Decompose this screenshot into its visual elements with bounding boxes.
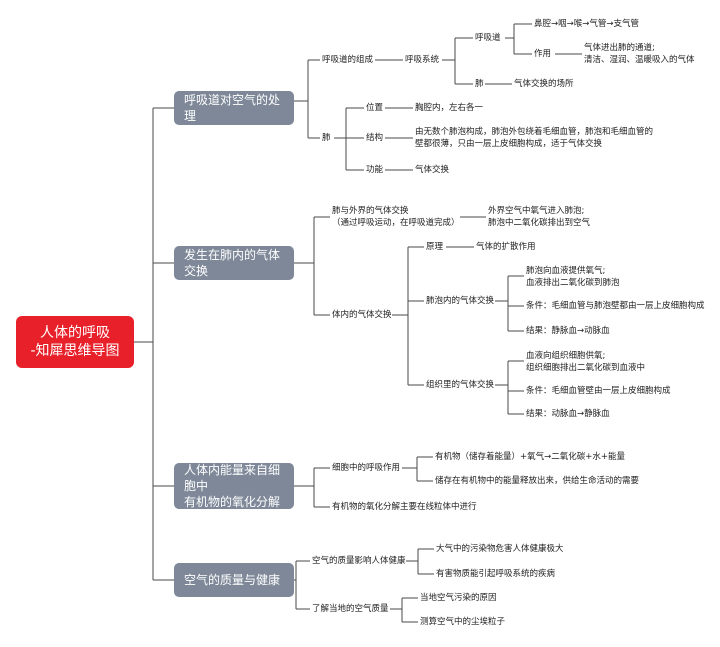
topic-label: 呼吸道对空气的处理: [184, 93, 281, 123]
node-lung-position[interactable]: 位置: [366, 103, 384, 113]
node-lung-site[interactable]: 气体交换的场所: [514, 79, 574, 89]
node-dust-measure[interactable]: 测算空气中的尘埃粒子: [420, 617, 506, 627]
node-energy-release[interactable]: 储存在有机物中的能量释放出来，供给生命活动的需要: [435, 476, 640, 486]
node-cell-respiration[interactable]: 细胞中的呼吸作用: [332, 463, 401, 473]
topic-label-line2: 有机物的氧化分解: [184, 495, 281, 509]
node-structure-line1[interactable]: 由无数个肺泡构成，肺泡外包绕着毛细血管，肺泡和毛细血管的: [415, 127, 654, 137]
connector-lines: [134, 23, 582, 623]
node-tract-function[interactable]: 作用: [534, 49, 552, 59]
node-lung-structure[interactable]: 结构: [366, 133, 384, 143]
topic-label: 空气的质量与健康: [184, 573, 281, 587]
node-pollutant-harm[interactable]: 大气中的污染物危害人体健康极大: [436, 544, 564, 554]
node-external-exchange-line1[interactable]: 肺与外界的气体交换: [332, 206, 409, 216]
node-tissue-line2[interactable]: 组织细胞排出二氧化碳到血液中: [526, 363, 646, 373]
node-lung[interactable]: 肺: [322, 133, 331, 143]
node-local-air-quality[interactable]: 了解当地的空气质量: [312, 604, 389, 614]
node-alveoli-condition[interactable]: 条件：毛细血管与肺泡壁都由一层上皮细胞构成: [526, 301, 705, 311]
node-lung-sub[interactable]: 肺: [475, 79, 484, 89]
node-tissue-condition[interactable]: 条件：毛细血管壁由一层上皮细胞构成: [526, 386, 671, 396]
node-mitochondria[interactable]: 有机物的氧化分解主要在线粒体中进行: [332, 502, 477, 512]
node-alveoli-exchange[interactable]: 肺泡内的气体交换: [426, 296, 495, 306]
node-respiratory-system[interactable]: 呼吸系统: [405, 55, 440, 65]
topic-air-quality[interactable]: 空气的质量与健康: [174, 563, 294, 597]
node-position-value[interactable]: 胸腔内，左右各一: [415, 103, 484, 113]
node-structure-line2[interactable]: 壁都很薄，只由一层上皮细胞构成，适于气体交换: [415, 139, 603, 149]
topic-label: 发生在肺内的气体交换: [184, 248, 281, 278]
node-tissue-line1[interactable]: 血液向组织细胞供氧;: [526, 351, 606, 361]
node-external-result-line2[interactable]: 肺泡中二氧化碳排出到空气: [488, 218, 591, 228]
node-tract-path[interactable]: 鼻腔→咽→喉→气管→支气管: [534, 19, 639, 29]
topic-label-line1: 人体内能量来自细胞中: [184, 463, 281, 493]
node-air-quality-health[interactable]: 空气的质量影响人体健康: [312, 556, 406, 566]
topic-respiratory-tract[interactable]: 呼吸道对空气的处理: [174, 91, 294, 125]
node-external-exchange-line2[interactable]: （通过呼吸运动，在呼吸道完成）: [332, 218, 460, 228]
node-principle[interactable]: 原理: [426, 242, 444, 252]
node-tissue-exchange[interactable]: 组织里的气体交换: [426, 380, 495, 390]
node-function-line1[interactable]: 气体进出肺的通道;: [584, 43, 655, 53]
topic-lung-gas-exchange[interactable]: 发生在肺内的气体交换: [174, 246, 294, 280]
node-internal-exchange[interactable]: 体内的气体交换: [332, 310, 392, 320]
node-alveoli-result[interactable]: 结果：静脉血→动脉血: [526, 326, 610, 336]
node-external-result-line1[interactable]: 外界空气中氧气进入肺泡;: [488, 206, 585, 216]
node-respiratory-disease[interactable]: 有害物质能引起呼吸系统的疾病: [436, 569, 556, 579]
root-node[interactable]: 人体的呼吸 -知犀思维导图: [16, 316, 134, 368]
node-pollution-cause[interactable]: 当地空气污染的原因: [420, 593, 497, 603]
node-function-line2[interactable]: 清洁、湿润、温暖吸入的气体: [584, 55, 695, 65]
node-respiration-equation[interactable]: 有机物（储存着能量）+氧气→二氧化碳+水+能量: [435, 452, 625, 462]
node-lung-function[interactable]: 功能: [366, 165, 384, 175]
node-respiratory-tract[interactable]: 呼吸道: [475, 33, 501, 43]
root-subtitle: -知犀思维导图: [30, 343, 120, 359]
node-alveoli-line1[interactable]: 肺泡向血液提供氧气;: [526, 266, 606, 276]
node-alveoli-line2[interactable]: 血液排出二氧化碳到肺泡: [526, 278, 620, 288]
node-principle-value[interactable]: 气体的扩散作用: [476, 242, 536, 252]
topic-energy-oxidation[interactable]: 人体内能量来自细胞中 有机物的氧化分解: [174, 463, 294, 509]
node-function-value[interactable]: 气体交换: [415, 165, 450, 175]
root-title: 人体的呼吸: [40, 325, 110, 341]
node-tissue-result[interactable]: 结果：动脉血→静脉血: [526, 409, 610, 419]
node-tract-composition[interactable]: 呼吸道的组成: [322, 55, 374, 65]
